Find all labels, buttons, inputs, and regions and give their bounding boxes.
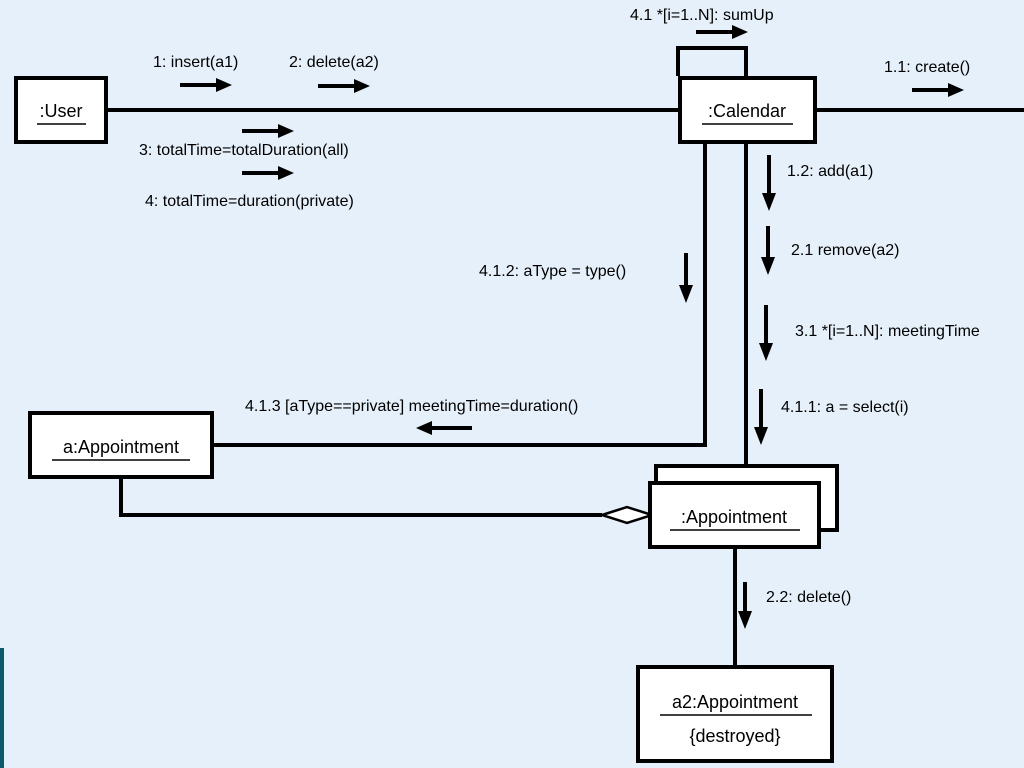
arrow-message-4-1-2 <box>679 253 693 303</box>
arrow-message-2-2 <box>738 582 752 629</box>
arrow-message-4-1-3 <box>416 421 472 435</box>
message-3-1-label: 3.1 *[i=1..N]: meetingTime <box>795 323 980 340</box>
user-object-label: :User <box>39 101 82 121</box>
arrow-message-4-1-1 <box>754 389 768 445</box>
link-a-appointment-aggregation <box>119 477 602 517</box>
message-2-label: 2: delete(a2) <box>289 54 379 71</box>
message-1-1-label: 1.1: create() <box>884 59 970 76</box>
arrow-message-4 <box>242 166 294 180</box>
arrow-message-4-1 <box>696 25 748 39</box>
message-4-1-label: 4.1 *[i=1..N]: sumUp <box>630 7 774 24</box>
arrow-message-3-1 <box>759 305 773 361</box>
a2-destroyed-constraint: {destroyed} <box>689 726 780 746</box>
self-link-calendar <box>676 46 748 76</box>
message-4-label: 4: totalTime=duration(private) <box>145 193 354 210</box>
message-1-2-label: 1.2: add(a1) <box>787 163 873 180</box>
message-4-1-3-label: 4.1.3 [aType==private] meetingTime=durat… <box>245 398 578 415</box>
aggregation-diamond <box>597 505 657 525</box>
user-object[interactable]: :User <box>14 76 108 144</box>
arrow-message-1 <box>180 78 232 92</box>
link-calendar-a-appointment <box>212 143 707 447</box>
left-edge-strip <box>0 648 4 768</box>
message-3-label: 3: totalTime=totalDuration(all) <box>139 142 349 159</box>
arrow-message-3 <box>242 124 294 138</box>
message-1-label: 1: insert(a1) <box>153 54 238 71</box>
calendar-object[interactable]: :Calendar <box>678 76 817 144</box>
calendar-object-label: :Calendar <box>708 101 786 121</box>
a-appointment-object[interactable]: a:Appointment <box>28 411 214 479</box>
a2-appointment-object[interactable]: a2:Appointment {destroyed} <box>636 665 834 763</box>
arrow-message-2-1 <box>761 226 775 275</box>
message-4-1-2-label: 4.1.2: aType = type() <box>479 263 626 280</box>
message-2-2-label: 2.2: delete() <box>766 589 851 606</box>
appointment-multiobject-label: :Appointment <box>681 507 787 527</box>
arrow-message-1-2 <box>762 155 776 211</box>
appointment-multiobject[interactable]: :Appointment <box>648 464 839 549</box>
a-appointment-object-label: a:Appointment <box>63 437 179 457</box>
arrow-message-2 <box>318 79 370 93</box>
message-4-1-1-label: 4.1.1: a = select(i) <box>781 399 909 416</box>
a2-appointment-object-label: a2:Appointment <box>672 692 798 712</box>
arrow-message-1-1 <box>912 83 964 97</box>
message-2-1-label: 2.1 remove(a2) <box>791 242 900 259</box>
